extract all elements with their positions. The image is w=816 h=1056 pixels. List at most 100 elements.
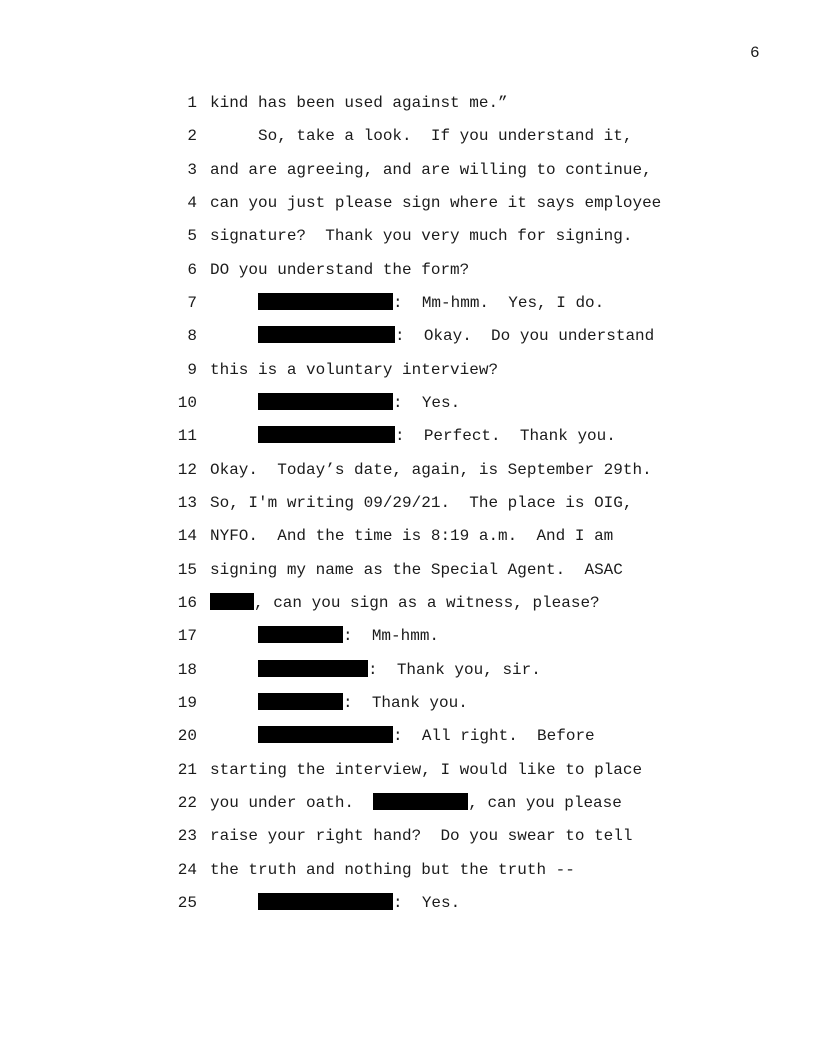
text-segment: : Perfect. Thank you. <box>395 427 616 446</box>
transcript-line: 17 : Mm-hmm. <box>0 620 816 653</box>
text-segment: Okay. Today’s date, again, is September … <box>210 460 652 479</box>
redaction-box <box>258 659 369 677</box>
transcript-line: 25 : Yes. <box>0 887 816 920</box>
line-content: raise your right hand? Do you swear to t… <box>210 820 632 853</box>
line-number: 25 <box>177 893 197 912</box>
line-number: 18 <box>177 660 197 679</box>
line-number: 17 <box>177 627 197 646</box>
line-number: 10 <box>177 393 197 412</box>
transcript-line: 8 : Okay. Do you understand <box>0 320 816 353</box>
line-content: So, I'm writing 09/29/21. The place is O… <box>210 487 632 520</box>
redaction-box <box>258 326 396 344</box>
line-content: : All right. Before <box>210 720 595 753</box>
text-segment: can you just please sign where it says e… <box>210 193 662 212</box>
text-segment <box>210 694 258 712</box>
transcript-line: 21 starting the interview, I would like t… <box>0 754 816 787</box>
text-segment <box>210 627 258 645</box>
line-number: 24 <box>177 860 197 879</box>
text-segment: and are agreeing, and are willing to con… <box>210 160 652 179</box>
redaction-box <box>258 292 394 310</box>
text-segment <box>210 327 258 345</box>
text-segment: , can you sign as a witness, please? <box>254 593 600 612</box>
line-content: you under oath. , can you please <box>210 787 622 820</box>
transcript-line: 16 , can you sign as a witness, please? <box>0 587 816 620</box>
line-content: DO you understand the form? <box>210 254 469 287</box>
line-number: 20 <box>177 727 197 746</box>
line-content: the truth and nothing but the truth -- <box>210 854 575 887</box>
text-segment: starting the interview, I would like to … <box>210 760 643 779</box>
line-number: 7 <box>187 293 197 312</box>
line-content: : Thank you, sir. <box>210 654 541 687</box>
line-content: this is a voluntary interview? <box>210 354 498 387</box>
line-number: 16 <box>177 593 197 612</box>
text-segment: DO you understand the form? <box>210 260 470 279</box>
transcript-line: 20 : All right. Before <box>0 720 816 753</box>
transcript-line: 3 and are agreeing, and are willing to co… <box>0 154 816 187</box>
transcript-line: 23 raise your right hand? Do you swear to… <box>0 820 816 853</box>
line-content: starting the interview, I would like to … <box>210 754 642 787</box>
transcript-line: 5 signature? Thank you very much for sign… <box>0 220 816 253</box>
text-segment: : Mm-hmm. Yes, I do. <box>393 293 605 312</box>
text-segment <box>210 727 258 745</box>
text-segment: signature? Thank you very much for signi… <box>210 227 633 246</box>
line-number: 22 <box>177 793 197 812</box>
transcript-line: 1 kind has been used against me.” <box>0 87 816 120</box>
redaction-box <box>258 626 344 644</box>
text-segment <box>210 394 258 412</box>
transcript-line: 24 the truth and nothing but the truth -- <box>0 854 816 887</box>
redaction-box <box>258 692 344 710</box>
line-content: signature? Thank you very much for signi… <box>210 220 632 253</box>
text-segment: , can you please <box>468 793 622 812</box>
line-content: can you just please sign where it says e… <box>210 187 661 220</box>
text-segment: : Yes. <box>393 893 461 912</box>
transcript-line: 9 this is a voluntary interview? <box>0 354 816 387</box>
text-segment: this is a voluntary interview? <box>210 360 499 379</box>
line-number: 5 <box>187 227 197 246</box>
text-segment: So, I'm writing 09/29/21. The place is O… <box>210 493 633 512</box>
line-content: So, take a look. If you understand it, <box>210 120 632 153</box>
line-content: signing my name as the Special Agent. AS… <box>210 554 623 587</box>
line-number: 1 <box>187 94 197 112</box>
line-number: 11 <box>177 427 197 446</box>
redaction-box <box>373 792 469 810</box>
line-number: 21 <box>177 760 197 779</box>
page-number: 6 <box>750 44 760 62</box>
line-number: 19 <box>177 693 197 712</box>
text-segment <box>210 294 258 312</box>
line-content: and are agreeing, and are willing to con… <box>210 154 652 187</box>
line-number: 9 <box>187 360 197 379</box>
text-segment: : All right. Before <box>393 727 595 746</box>
line-number: 23 <box>177 827 197 846</box>
line-content: : Mm-hmm. <box>210 620 439 653</box>
redaction-box <box>258 892 394 910</box>
text-segment: signing my name as the Special Agent. AS… <box>210 560 623 579</box>
text-segment: you under oath. <box>210 793 374 812</box>
line-number: 6 <box>187 260 197 279</box>
text-segment: : Thank you. <box>343 693 468 712</box>
text-segment <box>210 427 258 445</box>
text-segment <box>210 894 258 912</box>
transcript-line: 7 : Mm-hmm. Yes, I do. <box>0 287 816 320</box>
line-content: : Perfect. Thank you. <box>210 420 616 453</box>
line-number: 3 <box>187 160 197 179</box>
line-number: 2 <box>187 127 197 146</box>
text-segment: the truth and nothing but the truth -- <box>210 860 575 879</box>
line-content: : Mm-hmm. Yes, I do. <box>210 287 604 320</box>
transcript-line: 11 : Perfect. Thank you. <box>0 420 816 453</box>
text-segment: : Okay. Do you understand <box>395 327 655 346</box>
text-segment: So, take a look. If you understand it, <box>210 127 633 146</box>
transcript-line: 2 So, take a look. If you understand it, <box>0 120 816 153</box>
transcript-line: 10 : Yes. <box>0 387 816 420</box>
redaction-box <box>210 592 254 610</box>
line-content: NYFO. And the time is 8:19 a.m. And I am <box>210 520 613 553</box>
text-segment: : Mm-hmm. <box>343 627 440 646</box>
transcript-line: 19 : Thank you. <box>0 687 816 720</box>
transcript-line: 22 you under oath. , can you please <box>0 787 816 820</box>
text-segment: kind has been used against me.” <box>210 94 508 112</box>
line-content: kind has been used against me.” <box>210 87 508 120</box>
